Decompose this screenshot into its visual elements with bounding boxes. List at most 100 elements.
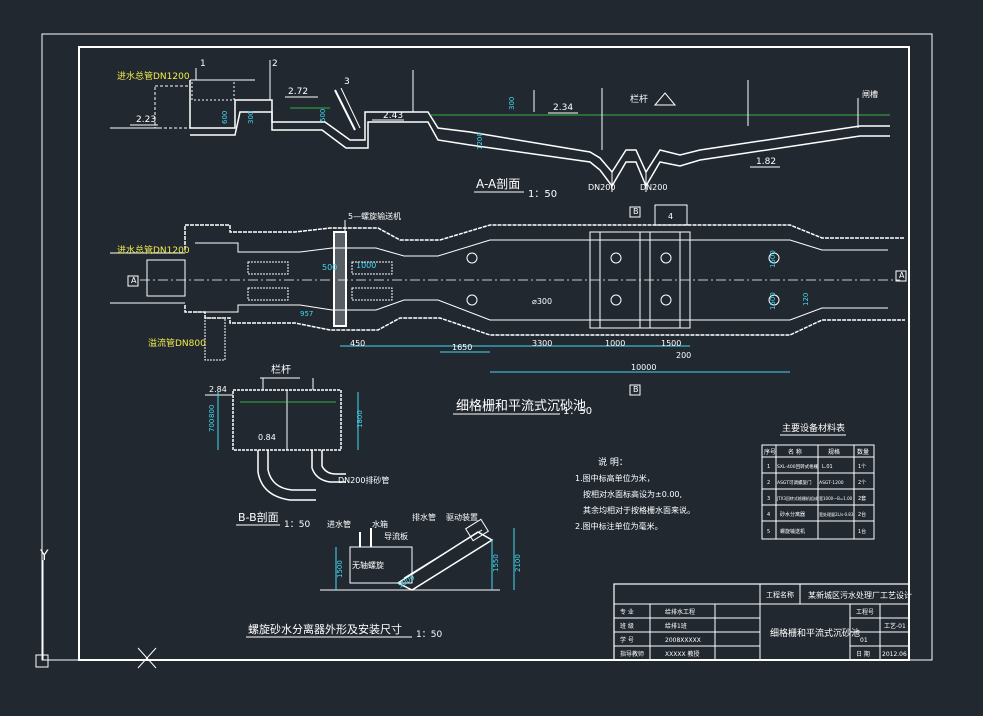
aa-elev-272: 2.72 <box>288 87 308 97</box>
td-r3-no: 3 <box>767 496 770 502</box>
tb-r3-value: 2008XXXXX <box>665 637 701 644</box>
tb-project-name: 某新城区污水处理厂工艺设计 <box>808 590 912 600</box>
plan-dim-120: 120 <box>802 293 810 306</box>
plan-dim-500: 500 <box>322 263 337 272</box>
aa-gate: 闸槽 <box>862 89 878 99</box>
plan-dim-1500b: 1500 <box>769 292 777 310</box>
aa-scale: 1：50 <box>528 189 557 200</box>
plan-label-5: 5—螺旋输送机 <box>348 211 401 221</box>
aa-marker-1: 1 <box>200 59 206 69</box>
section-aa: 进水总管DN1200 1 2 3 2.72 2.43 2.34 2.23 1.8… <box>110 59 890 200</box>
bb-scale: 1：50 <box>284 520 310 530</box>
plan-dim-1650: 1650 <box>452 343 472 352</box>
td-r5-name: 螺旋输送机 <box>780 528 805 535</box>
td-r2-spec: ASGT-1200 <box>819 480 844 486</box>
bb-elev-084: 0.84 <box>258 433 276 442</box>
plan-marker-a-left: A <box>131 276 137 285</box>
spiral-separator: 进水管 水箱 导流板 排水管 驱动装置 无轴螺旋 1500 5000 1550 … <box>246 512 522 640</box>
tb-r2-label: 班 级 <box>620 622 634 630</box>
td-r4-spec: 宽处理量2L/s·0.83 <box>819 511 854 517</box>
td-r2-qty: 2个 <box>858 480 866 486</box>
sep-water-tank: 水箱 <box>372 519 388 529</box>
plan-view: 4 5—螺旋输送机 进水总管DN1200 溢流管DN800 B B A A 50… <box>110 204 907 417</box>
inlet-pipe <box>154 85 191 129</box>
th-no: 序号 <box>764 448 776 456</box>
plan-dim-1000b: 1000 <box>605 339 625 348</box>
td-r2-no: 2 <box>767 480 770 486</box>
aa-channel-outline <box>189 80 890 174</box>
bb-dim-1800: 1800 <box>356 410 364 428</box>
inner-frame <box>78 46 910 661</box>
aa-dim-1200: 1200 <box>476 132 484 150</box>
aa-elev-223: 2.23 <box>136 115 156 125</box>
bb-sand-pipe-left <box>257 450 316 501</box>
aa-elev-182: 1.82 <box>756 157 776 167</box>
th-spec: 规格 <box>828 448 840 456</box>
notes-heading: 说 明： <box>598 456 628 468</box>
plan-scale: 1：50 <box>563 406 592 417</box>
td-r5-qty: 1台 <box>858 528 866 535</box>
ucs-icon: Y <box>35 548 157 669</box>
plan-dim-200: 200 <box>676 351 691 360</box>
sep-scale: 1：50 <box>416 630 442 640</box>
plan-marker-b-bottom: B <box>633 385 639 394</box>
ucs-y-axis: Y <box>39 548 49 564</box>
tb-no-1: 01 <box>860 637 868 644</box>
sep-dim-2100: 2100 <box>514 554 522 572</box>
sep-dim-1500: 1500 <box>336 560 344 578</box>
td-r5-no: 5 <box>767 529 770 535</box>
aa-inlet-label: 进水总管DN1200 <box>117 70 190 82</box>
td-r4-qty: 2台 <box>858 511 866 518</box>
plan-title: 细格栅和平流式沉砂池 <box>456 398 586 414</box>
tb-date-label: 日 期 <box>856 650 870 658</box>
notes-line2: 按相对水面标高设为±0.00, <box>583 489 682 499</box>
plan-grit-left <box>247 261 289 275</box>
aa-dim-300b: 300 <box>247 111 255 124</box>
th-name: 名 称 <box>788 448 802 456</box>
bb-elev-284: 2.84 <box>209 385 227 394</box>
aa-dim-500: 500 <box>319 109 327 122</box>
notes: 说 明： 1.图中标高单位为米， 按相对水面标高设为±0.00, 其余均相对于按… <box>575 456 695 531</box>
aa-title: A-A剖面 <box>476 177 520 191</box>
table-title: 主要设备材料表 <box>782 422 845 434</box>
plan-dim-450: 450 <box>350 339 365 348</box>
td-r3-spec: 宽1000—B=1.00 <box>819 495 853 501</box>
aa-elev-243: 2.43 <box>383 111 403 121</box>
notes-line3: 其余均相对于按格栅水面来说。 <box>583 505 695 515</box>
td-r4-name: 砂水分离器 <box>780 511 805 518</box>
bb-pipe-label: DN200排砂管 <box>338 475 389 485</box>
tb-date: 2012.06 <box>882 651 907 658</box>
plan-inlet-label: 进水总管DN1200 <box>117 244 190 256</box>
bb-dim-800: 800 <box>208 405 216 418</box>
td-r1-no: 1 <box>767 464 770 470</box>
section-bb: 栏杆 2.84 0.84 700 800 1800 DN200排砂管 B-B剖面… <box>205 363 389 530</box>
th-qty: 数量 <box>857 448 869 456</box>
td-r3-qty: 2套 <box>858 495 866 502</box>
td-r1-spec: L.01 <box>822 464 833 470</box>
sep-dim-1550: 1550 <box>492 554 500 572</box>
aa-dim-300a: 300 <box>508 97 516 110</box>
td-r3-name: JTX3回转式格栅机组成 <box>776 495 818 501</box>
aa-dn200-a: DN200 <box>588 183 615 192</box>
notes-line1: 1.图中标高单位为米， <box>575 473 655 483</box>
tb-drawing-name: 细格栅和平流式沉砂池 <box>770 627 860 639</box>
plan-dim-1000: 1000 <box>356 261 376 270</box>
sep-guide: 导流板 <box>384 531 408 541</box>
plan-dim-957: 957 <box>300 310 313 318</box>
plan-dia-300: ⌀300 <box>532 297 552 306</box>
overflow-pipe <box>204 317 226 361</box>
tb-r2-value: 给排1班 <box>665 622 687 630</box>
sep-outlet: 排水管 <box>412 512 436 522</box>
sep-drive: 驱动装置 <box>446 512 478 522</box>
plan-box-4 <box>654 204 688 226</box>
aa-elev-234: 2.34 <box>553 103 573 113</box>
sep-shaft: 无轴螺旋 <box>352 560 384 570</box>
sep-title: 螺旋砂水分离器外形及安装尺寸 <box>248 622 402 636</box>
equipment-table: 主要设备材料表 序号 名 称 规格 数量 1 SXL-400回转式格栅 L.01… <box>761 422 875 540</box>
plan-inlet-pipe <box>146 259 186 297</box>
bb-railing: 栏杆 <box>271 363 291 376</box>
sep-inlet: 进水管 <box>327 519 351 529</box>
tb-no-label: 工程号 <box>856 608 874 616</box>
aa-marker-3: 3 <box>344 77 350 87</box>
td-r1-name: SXL-400回转式格栅 <box>777 463 819 470</box>
